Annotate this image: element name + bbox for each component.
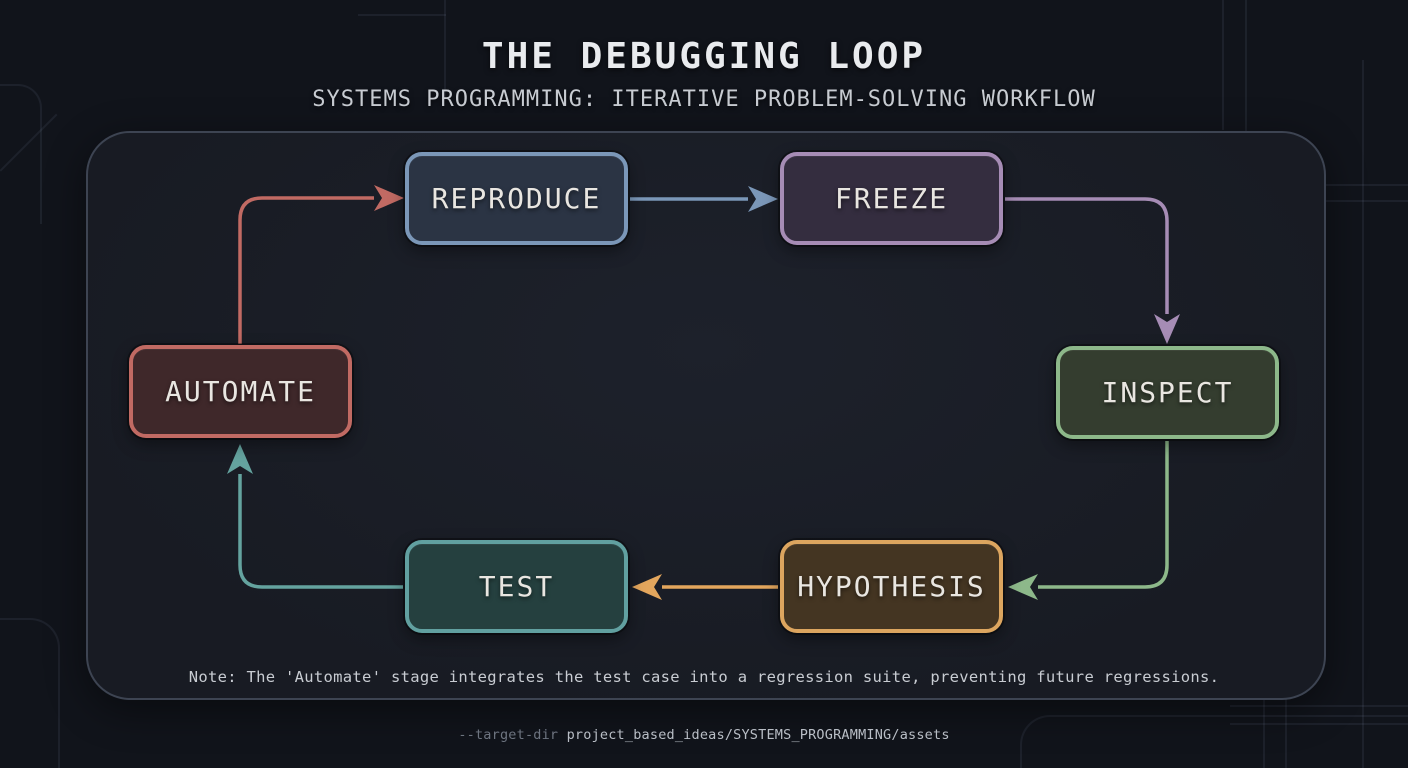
node-inspect: INSPECT xyxy=(1056,346,1279,439)
node-hypothesis: HYPOTHESIS xyxy=(780,540,1003,633)
footer-caption: --target-dir project_based_ideas/SYSTEMS… xyxy=(0,727,1408,743)
circuit-trace xyxy=(0,113,58,172)
circuit-trace xyxy=(0,618,60,768)
circuit-trace xyxy=(1230,705,1408,707)
node-automate: AUTOMATE xyxy=(129,345,352,438)
circuit-trace xyxy=(358,14,446,16)
circuit-trace xyxy=(1362,60,1364,768)
node-reproduce: REPRODUCE xyxy=(405,152,628,245)
circuit-trace xyxy=(1230,723,1408,725)
node-freeze: FREEZE xyxy=(780,152,1003,245)
page-subtitle: SYSTEMS PROGRAMMING: ITERATIVE PROBLEM-S… xyxy=(312,87,1096,112)
diagram-note: Note: The 'Automate' stage integrates th… xyxy=(188,668,1220,686)
footer-flag: --target-dir xyxy=(458,727,567,743)
node-test: TEST xyxy=(405,540,628,633)
page-title: THE DEBUGGING LOOP xyxy=(481,36,927,77)
footer-path: project_based_ideas/SYSTEMS_PROGRAMMING/… xyxy=(566,727,950,743)
